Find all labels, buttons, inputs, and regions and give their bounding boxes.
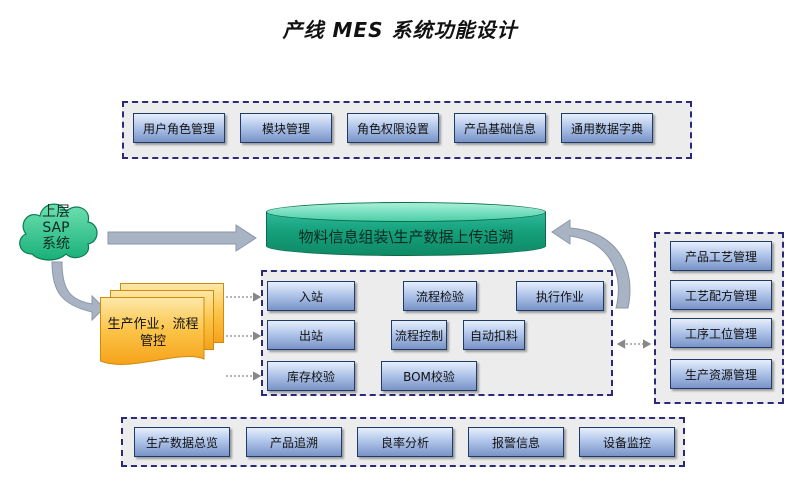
module-data-overview[interactable]: 生产数据总览 xyxy=(134,427,230,457)
module-equipment-monitor[interactable]: 设备监控 xyxy=(579,427,675,457)
module-recipe-management[interactable]: 工艺配方管理 xyxy=(670,280,772,310)
doc-line-2: 管控 xyxy=(139,334,166,349)
cloud-to-doc-arrow xyxy=(51,261,105,322)
cloud-line-2: SAP xyxy=(42,220,70,236)
module-yield-analysis[interactable]: 良率分析 xyxy=(357,427,453,457)
database-cylinder-top xyxy=(266,202,546,222)
module-workstation-management[interactable]: 工序工位管理 xyxy=(670,318,772,348)
cloud-line-1: 上层 xyxy=(42,204,70,220)
flow-process-check[interactable]: 流程检验 xyxy=(403,281,477,311)
module-role-permissions[interactable]: 角色权限设置 xyxy=(347,113,439,143)
module-data-dictionary[interactable]: 通用数据字典 xyxy=(561,113,653,143)
flow-inbound[interactable]: 入站 xyxy=(267,281,355,311)
doc-label: 生产作业，流程 管控 xyxy=(100,316,206,350)
module-resource-management[interactable]: 生产资源管理 xyxy=(670,359,772,389)
page-title: 产线 MES 系统功能设计 xyxy=(282,18,518,42)
doc-front-icon xyxy=(100,297,205,365)
flow-execute[interactable]: 执行作业 xyxy=(516,281,604,311)
module-product-basics[interactable]: 产品基础信息 xyxy=(454,113,546,143)
database-label: 物料信息组装\生产数据上传追溯 xyxy=(298,227,514,246)
module-module-management[interactable]: 模块管理 xyxy=(240,113,332,143)
flow-process-control[interactable]: 流程控制 xyxy=(391,320,447,350)
module-process-management[interactable]: 产品工艺管理 xyxy=(670,241,772,271)
flow-bom-check[interactable]: BOM校验 xyxy=(381,361,477,391)
flow-outbound[interactable]: 出站 xyxy=(267,320,355,350)
sap-cloud-icon xyxy=(19,203,98,261)
sync-arrow xyxy=(107,224,257,252)
module-alarm-info[interactable]: 报警信息 xyxy=(468,427,564,457)
right-to-db-arrow xyxy=(551,219,631,309)
cloud-line-3: 系统 xyxy=(42,236,70,252)
sap-cloud-label: 上层 SAP 系统 xyxy=(22,204,90,252)
module-traceability[interactable]: 产品追溯 xyxy=(246,427,342,457)
flow-auto-deduct[interactable]: 自动扣料 xyxy=(463,320,525,350)
flow-inventory-check[interactable]: 库存校验 xyxy=(267,361,355,391)
module-user-roles[interactable]: 用户角色管理 xyxy=(133,113,225,143)
doc-line-1: 生产作业，流程 xyxy=(107,317,199,332)
